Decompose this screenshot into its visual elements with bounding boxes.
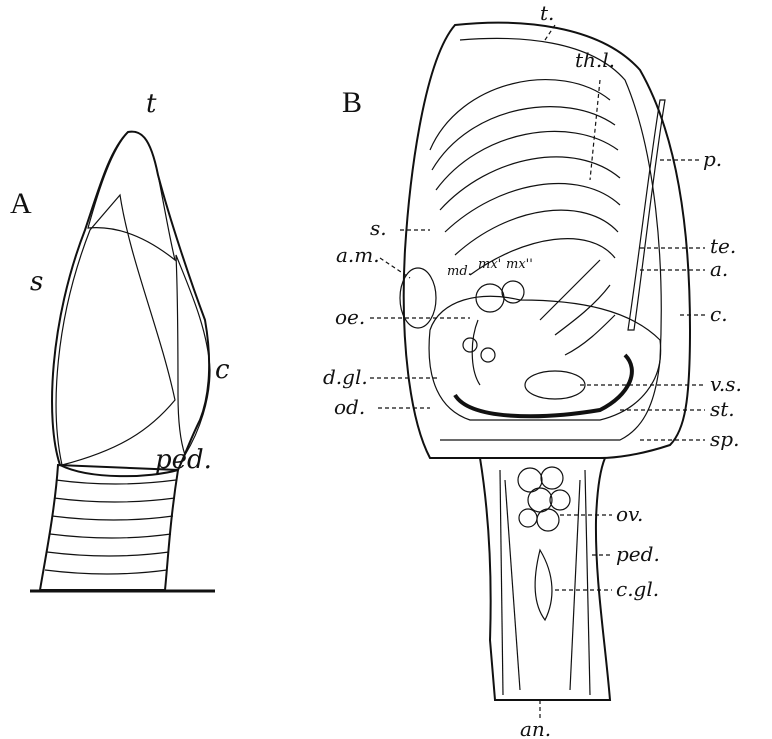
label-b-a: a. bbox=[710, 257, 728, 281]
thoracic-limbs bbox=[430, 80, 620, 275]
label-b-od: od. bbox=[334, 395, 365, 419]
label-b-ped: ped. bbox=[616, 542, 660, 566]
panel-b-labels: B t. th.l. p. s. a.m. md. mx' mx'' te. a… bbox=[323, 1, 742, 739]
panel-a-letter: A bbox=[10, 187, 32, 220]
testes-branches bbox=[540, 260, 615, 355]
label-b-dgl: d.gl. bbox=[323, 365, 368, 389]
label-a-ped: ped. bbox=[155, 445, 212, 475]
capitulum-outline bbox=[52, 132, 209, 477]
penis bbox=[628, 100, 665, 330]
cement-gland bbox=[535, 550, 552, 620]
label-b-sp: sp. bbox=[710, 427, 739, 451]
mantle-line bbox=[440, 38, 661, 440]
label-b-c: c. bbox=[710, 302, 728, 326]
label-b-te: te. bbox=[710, 234, 736, 258]
adductor-muscle bbox=[400, 268, 436, 328]
label-b-thl: th.l. bbox=[575, 48, 615, 72]
label-b-s: s. bbox=[370, 216, 387, 240]
label-b-mx2: mx'' bbox=[506, 257, 533, 272]
panel-a-drawing bbox=[30, 132, 215, 591]
label-b-t: t. bbox=[540, 1, 554, 25]
label-b-st: st. bbox=[710, 397, 735, 421]
stomach-line bbox=[455, 355, 632, 416]
label-b-oe: oe. bbox=[335, 305, 365, 329]
label-b-md: md. bbox=[447, 264, 472, 279]
label-b-mx1: mx' bbox=[478, 257, 501, 272]
vesicula-seminalis bbox=[525, 371, 585, 399]
label-a-s: s bbox=[30, 267, 43, 297]
panel-b-leaders bbox=[370, 25, 705, 720]
label-b-ov: ov. bbox=[616, 502, 643, 526]
label-b-vs: v.s. bbox=[710, 372, 742, 396]
label-b-cgl: c.gl. bbox=[616, 577, 659, 601]
label-b-am: a.m. bbox=[336, 243, 380, 267]
label-a-t: t bbox=[146, 89, 157, 119]
label-a-c: c bbox=[215, 355, 230, 385]
label-b-an: an. bbox=[520, 717, 551, 739]
panel-a-labels: A t s c ped. bbox=[10, 89, 230, 475]
tergum-plate bbox=[88, 132, 175, 260]
peduncle-b bbox=[480, 458, 610, 700]
label-b-p: p. bbox=[703, 147, 722, 171]
scutum-plate bbox=[56, 195, 175, 465]
ovary-lobes bbox=[518, 467, 570, 531]
panel-b-letter: B bbox=[342, 86, 362, 119]
